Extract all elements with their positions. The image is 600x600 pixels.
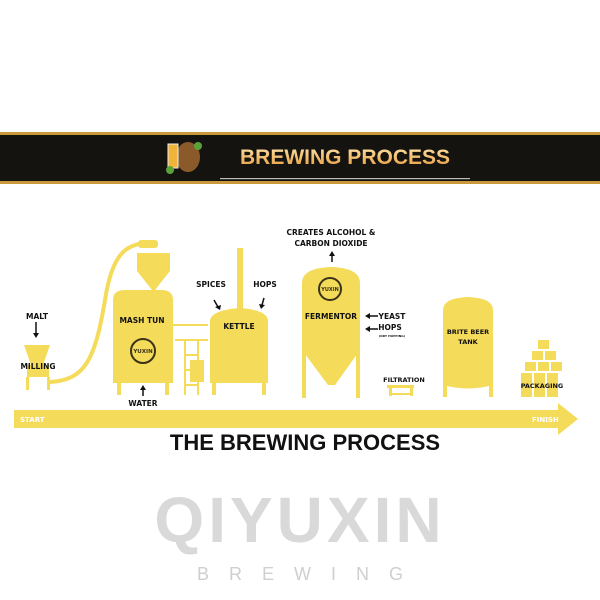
yuxin-logo-fermentor: YUXIN: [318, 277, 342, 301]
mash-tun: [113, 253, 173, 395]
svg-text:YUXIN: YUXIN: [132, 349, 153, 355]
timeline-start: START: [20, 416, 45, 424]
label-brite-2: TANK: [458, 338, 478, 346]
label-malt: MALT: [26, 312, 49, 321]
label-brite-1: BRITE BEER: [447, 328, 489, 336]
label-filtration: FILTRATION: [383, 376, 425, 384]
label-milling: MILLING: [20, 362, 55, 371]
fermentor: [302, 267, 360, 398]
svg-text:YUXIN: YUXIN: [320, 287, 339, 293]
packaging-boxes: [521, 340, 562, 397]
brite-tank: [443, 297, 493, 397]
watermark-sub: BREWING: [197, 564, 423, 584]
label-fermentor: FERMENTOR: [305, 312, 357, 321]
watermark-brand: QIYUXIN: [154, 484, 445, 556]
beer-barrel-icon: [166, 142, 202, 174]
banner-title: BREWING PROCESS: [240, 146, 450, 169]
label-spices: SPICES: [196, 280, 226, 289]
label-mash-tun: MASH TUN: [119, 316, 164, 325]
filtration-unit: [387, 385, 414, 396]
mill-machine: [24, 345, 50, 390]
grain-pipe: [49, 241, 151, 384]
flow-arrows: [33, 251, 378, 396]
label-creates-1: CREATES ALCOHOL &: [287, 228, 376, 237]
footer-title: THE BREWING PROCESS: [170, 430, 440, 455]
kettle: [210, 248, 268, 395]
yuxin-logo-mash: YUXIN: [130, 338, 156, 364]
label-water: WATER: [128, 399, 157, 408]
label-hops: HOPS: [253, 280, 277, 289]
timeline-finish: FINISH: [532, 416, 559, 424]
label-packaging: PACKAGING: [521, 382, 564, 390]
label-yeast: YEAST: [378, 312, 407, 321]
timeline-arrow: [14, 403, 578, 435]
label-hops-dry: HOPS: [378, 323, 402, 332]
label-creates-2: CARBON DIOXIDE: [294, 239, 367, 248]
label-dry-hopping: (DRY HOPPING): [379, 334, 406, 338]
label-kettle: KETTLE: [223, 322, 254, 331]
header-banner: BREWING PROCESS: [0, 132, 600, 184]
